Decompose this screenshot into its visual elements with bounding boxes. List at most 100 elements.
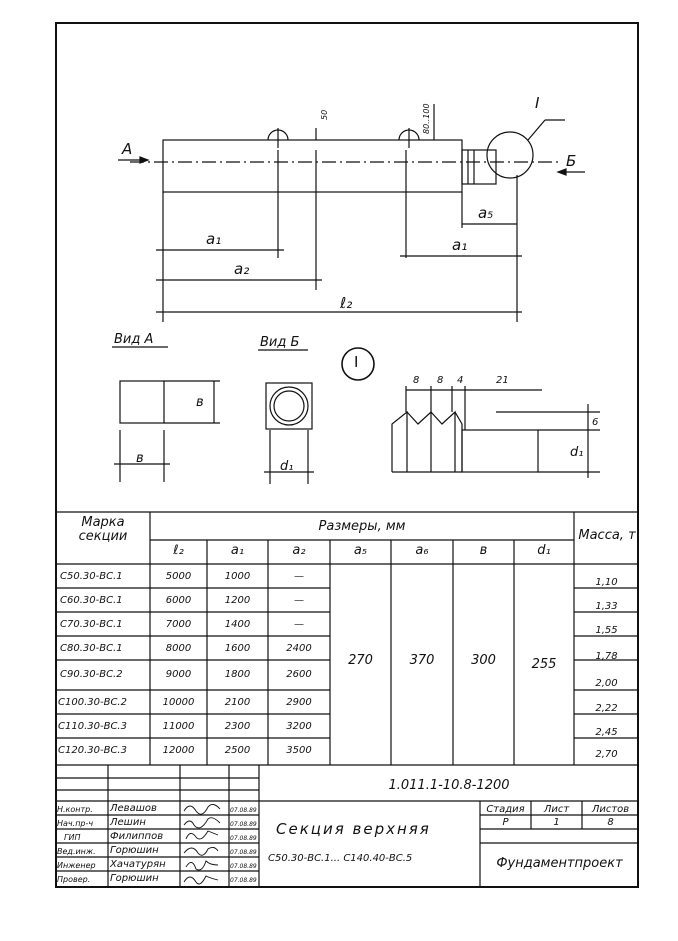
row-l2: 7000 — [165, 619, 192, 630]
row-a2: — — [294, 571, 304, 582]
stamp-role: Вед.инж. — [57, 847, 96, 856]
row-mass: 2,45 — [595, 727, 618, 738]
row-mark: С60.30-ВС.1 — [60, 595, 123, 606]
merged-d1: 255 — [531, 657, 557, 672]
title-block-grid — [55, 765, 639, 888]
row-a2: — — [294, 619, 304, 630]
row-mark: С100.30-ВС.2 — [58, 697, 127, 708]
detail-dim-d1: d₁ — [570, 445, 584, 460]
col-a5: a₅ — [353, 543, 368, 558]
dim-a1-left-label: a₁ — [206, 230, 222, 248]
row-a2: — — [294, 595, 304, 606]
dim-b-side-label: в — [196, 395, 204, 410]
row-mass: 1,55 — [595, 625, 618, 636]
row-a1: 2500 — [224, 745, 251, 756]
view-b-pipe-outer — [269, 386, 309, 426]
detail-dim-8a: 8 — [413, 375, 420, 386]
row-mark: С70.30-ВС.1 — [60, 619, 123, 630]
detail-dim-4: 4 — [457, 375, 464, 386]
detail-dim-8b: 8 — [437, 375, 444, 386]
stamp-date: 07.08.89 — [230, 849, 257, 856]
col-a1: a₁ — [230, 543, 245, 558]
row-mark: С110.30-ВС.3 — [58, 721, 127, 732]
table-header-sizes: Размеры, мм — [318, 519, 406, 534]
row-a1: 1800 — [224, 669, 251, 680]
row-a2: 3200 — [286, 721, 312, 732]
row-mass: 1,33 — [595, 601, 618, 612]
row-mass: 2,00 — [595, 678, 618, 689]
sheets-value: 8 — [607, 817, 614, 828]
col-b: в — [479, 543, 488, 558]
col-a2: a₂ — [292, 543, 306, 558]
stamp-name: Лешин — [110, 817, 146, 828]
merged-b: 300 — [471, 653, 496, 668]
row-l2: 6000 — [165, 595, 192, 606]
detail-callout-circle — [486, 131, 534, 179]
dim-a2-label: a₂ — [234, 260, 250, 278]
dim-l2-label: ℓ₂ — [340, 294, 353, 312]
row-a1: 2100 — [224, 697, 251, 708]
stamp-role: ГИП — [64, 833, 81, 842]
dim-80-100-label: 80..100 — [422, 103, 431, 134]
row-mark: С90.30-ВС.2 — [60, 669, 123, 680]
row-l2: 11000 — [162, 721, 195, 732]
row-a2: 3500 — [286, 745, 312, 756]
view-b-pipe-inner — [273, 390, 305, 422]
col-l2: ℓ₂ — [173, 543, 184, 558]
stage-label: Стадия — [486, 804, 525, 815]
view-a-square — [119, 380, 165, 424]
stamp-date: 07.08.89 — [230, 877, 257, 884]
stamp-name: Хачатурян — [110, 859, 166, 870]
row-a1: 1600 — [224, 643, 251, 654]
detail-label-circle — [341, 347, 375, 381]
sheet-label: Лист — [543, 804, 570, 815]
stamp-name: Горюшин — [110, 845, 159, 856]
row-a1: 2300 — [224, 721, 251, 732]
row-l2: 8000 — [165, 643, 192, 654]
dim-a5-label: a₅ — [478, 204, 494, 222]
dim-d1-view-b-label: d₁ — [280, 459, 294, 474]
merged-a5: 270 — [348, 653, 373, 668]
beam-tip — [461, 149, 497, 185]
col-d1: d₁ — [537, 543, 551, 558]
row-mass: 2,70 — [595, 749, 618, 760]
stamp-role: Провер. — [57, 875, 91, 884]
view-b-square — [265, 382, 313, 430]
dim-a1-right-label: a₁ — [452, 236, 468, 254]
detail-tip-bar — [461, 429, 539, 473]
row-a2: 2900 — [286, 697, 312, 708]
stage-value: Р — [502, 817, 509, 828]
row-mass: 2,22 — [595, 703, 618, 714]
view-a-arrow-label: A — [122, 140, 133, 158]
stamp-name: Горюшин — [110, 873, 159, 884]
row-a2: 2600 — [286, 669, 312, 680]
drawing-sheet — [55, 22, 639, 888]
view-b-title: Вид Б — [260, 335, 300, 350]
view-a-title: Вид А — [114, 332, 154, 347]
col-a6: a₆ — [415, 543, 429, 558]
detail-callout-label: I — [535, 94, 540, 112]
row-a1: 1000 — [224, 571, 251, 582]
stamp-role: Н.контр. — [57, 805, 93, 814]
dim-50-label: 50 — [320, 109, 329, 120]
view-b-arrow-label: Б — [566, 152, 577, 170]
beam-body — [162, 139, 463, 193]
stamp-date: 07.08.89 — [230, 807, 257, 814]
title-line-1: Секция верхняя — [276, 820, 431, 838]
sheet-value: 1 — [553, 817, 560, 828]
row-mass: 1,78 — [595, 651, 618, 662]
stamp-name: Левашов — [110, 803, 157, 814]
sheets-label: Листов — [591, 804, 630, 815]
row-a2: 2400 — [286, 643, 312, 654]
row-mark: С50.30-ВС.1 — [60, 571, 123, 582]
stamp-date: 07.08.89 — [230, 835, 257, 842]
detail-dim-21: 21 — [496, 375, 509, 386]
row-l2: 10000 — [162, 697, 195, 708]
detail-serrations — [391, 410, 463, 472]
row-a1: 1200 — [224, 595, 251, 606]
merged-a6: 370 — [409, 653, 435, 668]
table-header-marka: Марка секции — [78, 515, 128, 544]
detail-dim-6: 6 — [592, 417, 599, 428]
table-header-mass: Масса, т — [578, 528, 636, 543]
row-mass: 1,10 — [595, 577, 618, 588]
